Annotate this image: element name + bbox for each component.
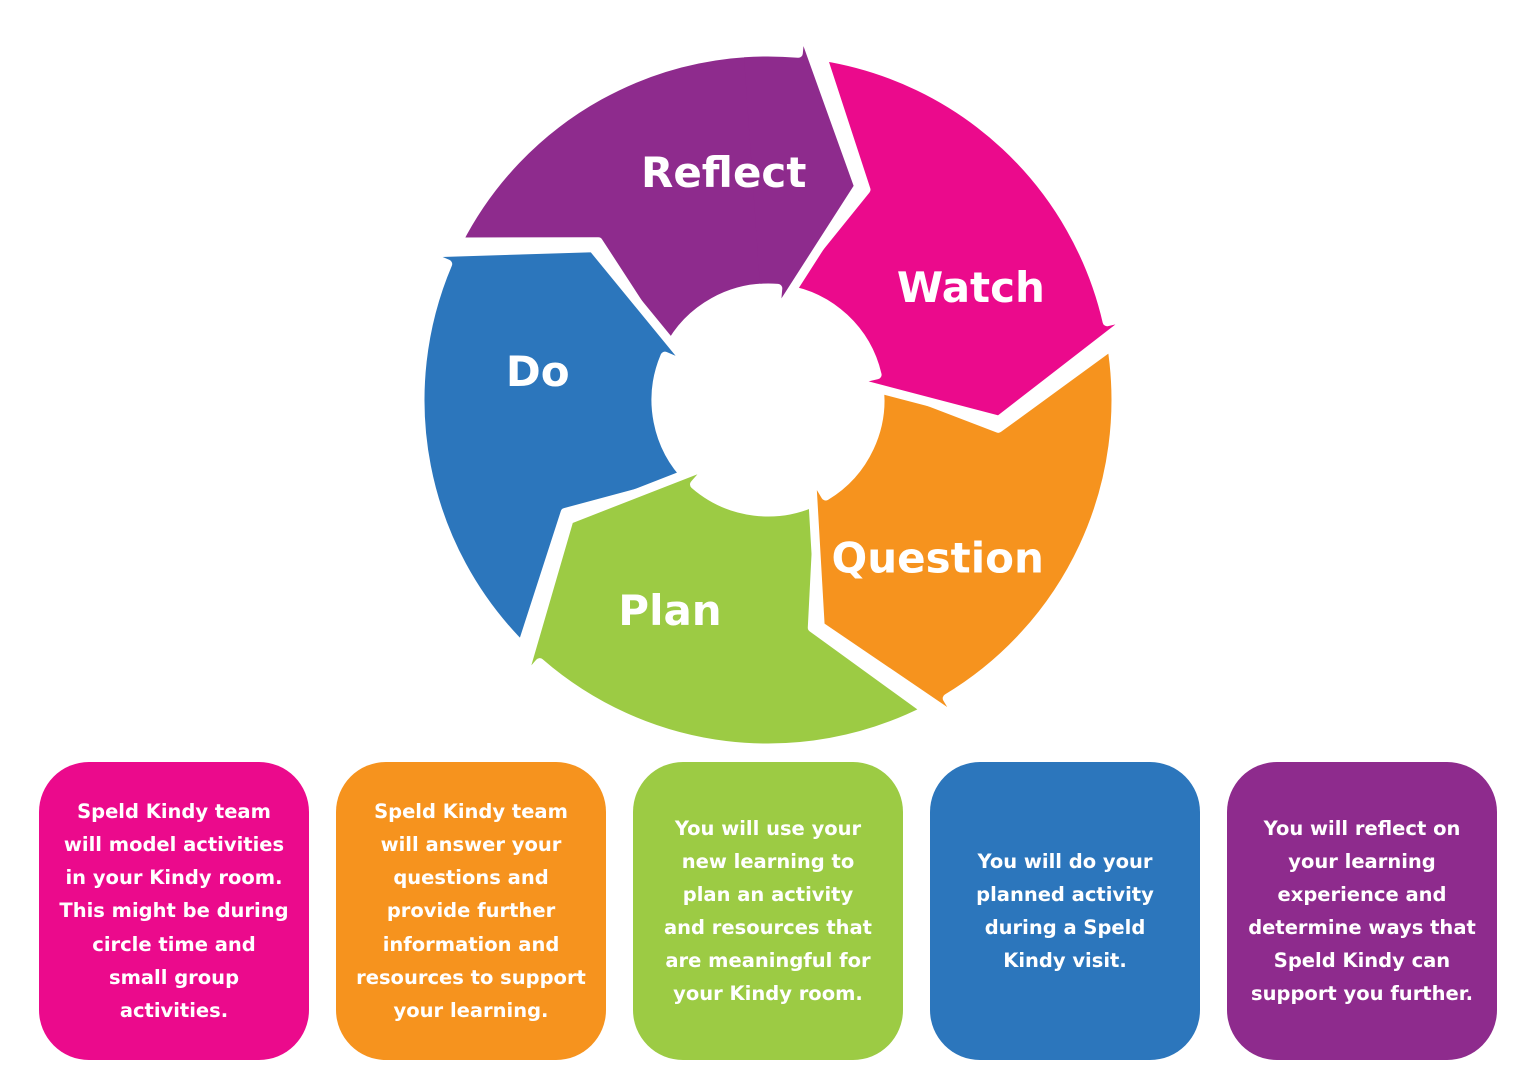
stage-card-watch: Speld Kindy team will model activities i… bbox=[39, 762, 309, 1060]
stage-card-reflect: You will reflect on your learning experi… bbox=[1227, 762, 1497, 1060]
cycle-label-question: Question bbox=[832, 534, 1044, 583]
cycle-segment-reflect-head-fill bbox=[743, 25, 859, 317]
cycle-segment-plan bbox=[516, 458, 931, 753]
cycle-label-do: Do bbox=[506, 347, 570, 396]
cycle-segment-watch bbox=[781, 51, 1139, 425]
cycle-segment-reflect-head-outline bbox=[739, 20, 864, 321]
stage-cards: Speld Kindy team will model activities i… bbox=[39, 762, 1497, 1060]
stage-card-do: You will do your planned activity during… bbox=[930, 762, 1200, 1060]
stage-card-plan: You will use your new learning to plan a… bbox=[633, 762, 903, 1060]
cycle-label-plan: Plan bbox=[618, 586, 721, 635]
cycle-segment-question bbox=[806, 341, 1121, 727]
cycle-label-watch: Watch bbox=[897, 263, 1045, 312]
cycle-segment-do bbox=[415, 243, 696, 651]
cycle-label-reflect: Reflect bbox=[641, 148, 806, 197]
stage-card-question: Speld Kindy team will answer your questi… bbox=[336, 762, 606, 1060]
